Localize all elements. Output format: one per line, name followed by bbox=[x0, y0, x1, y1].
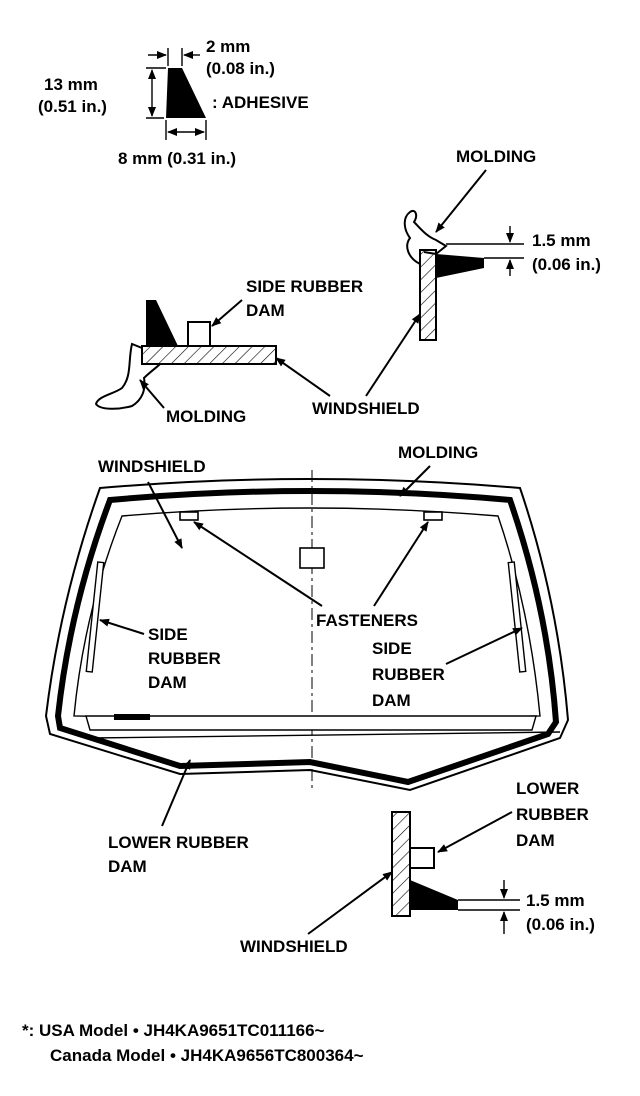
vin-footnote: *: USA Model • JH4KA9651TC011166~ Canada… bbox=[22, 1018, 364, 1068]
left-side-dam-line3: DAM bbox=[148, 673, 187, 692]
left-side-dam-line2: RUBBER bbox=[148, 649, 221, 668]
fastener-left bbox=[179, 511, 199, 521]
bottom-lower-dam-line2: RUBBER bbox=[516, 805, 589, 824]
adhesive-top-width-in: (0.08 in.) bbox=[206, 59, 275, 78]
rearview-mount bbox=[299, 547, 325, 569]
adhesive-height-in: (0.51 in.) bbox=[38, 97, 107, 116]
adhesive-base-width: 8 mm (0.31 in.) bbox=[118, 149, 236, 168]
adhesive-spec-group: 2 mm (0.08 in.) 13 mm (0.51 in.) 8 mm (0… bbox=[38, 37, 309, 168]
side-dam-label-line1: SIDE RUBBER bbox=[246, 277, 363, 296]
bottom-right-adhesive bbox=[410, 880, 458, 910]
footnote-usa: *: USA Model • JH4KA9651TC011166~ bbox=[22, 1021, 325, 1040]
side-rubber-dam-block bbox=[187, 321, 211, 347]
lower-dam-line1: LOWER RUBBER bbox=[108, 833, 249, 852]
footnote-canada: Canada Model • JH4KA9656TC800364~ bbox=[50, 1046, 364, 1065]
top-right-cross-section: 1.5 mm (0.06 in.) MOLDING bbox=[403, 147, 601, 341]
fasteners-label: FASTENERS bbox=[316, 611, 418, 630]
adhesive-legend-label: : ADHESIVE bbox=[212, 93, 309, 112]
right-side-dam-line1: SIDE bbox=[372, 639, 412, 658]
main-windshield-label: WINDSHIELD bbox=[98, 457, 206, 476]
fastener-right bbox=[423, 511, 443, 521]
adhesive-height-mm: 13 mm bbox=[44, 75, 98, 94]
adhesive-top-width-mm: 2 mm bbox=[206, 37, 250, 56]
right-side-dam-line3: DAM bbox=[372, 691, 411, 710]
bottom-left-molding-profile bbox=[94, 342, 161, 410]
bottom-lower-dam-line3: DAM bbox=[516, 831, 555, 850]
main-windshield-view: WINDSHIELD MOLDING FASTENERS SIDE RUBBER… bbox=[44, 443, 570, 876]
right-side-dam-line2: RUBBER bbox=[372, 665, 445, 684]
top-left-molding-label: MOLDING bbox=[166, 407, 246, 426]
top-left-cross-section: SIDE RUBBER DAM MOLDING WINDSHIELD bbox=[94, 277, 421, 426]
lower-dam-line2: DAM bbox=[108, 857, 147, 876]
left-side-rubber-dam bbox=[85, 561, 105, 673]
lower-rubber-dam bbox=[85, 715, 537, 731]
bottom-gap-in: (0.06 in.) bbox=[526, 915, 595, 934]
side-dam-label-line2: DAM bbox=[246, 301, 285, 320]
bottom-windshield-label: WINDSHIELD bbox=[240, 937, 348, 956]
main-molding-label: MOLDING bbox=[398, 443, 478, 462]
top-right-molding-label: MOLDING bbox=[456, 147, 536, 166]
top-right-gap-mm: 1.5 mm bbox=[532, 231, 591, 250]
top-molding-profile bbox=[403, 210, 448, 265]
bottom-right-cross-section: LOWER RUBBER DAM 1.5 mm (0.06 in.) WINDS… bbox=[240, 779, 595, 956]
top-detail-windshield-label: WINDSHIELD bbox=[312, 399, 420, 418]
bottom-gap-mm: 1.5 mm bbox=[526, 891, 585, 910]
top-left-adhesive bbox=[146, 300, 178, 346]
bottom-lower-dam-line1: LOWER bbox=[516, 779, 579, 798]
left-side-dam-line1: SIDE bbox=[148, 625, 188, 644]
adhesive-bead-shape bbox=[166, 68, 206, 118]
top-right-adhesive bbox=[436, 254, 484, 278]
top-right-gap-in: (0.06 in.) bbox=[532, 255, 601, 274]
right-side-rubber-dam bbox=[507, 561, 527, 673]
lower-rubber-dam-block bbox=[409, 847, 435, 869]
